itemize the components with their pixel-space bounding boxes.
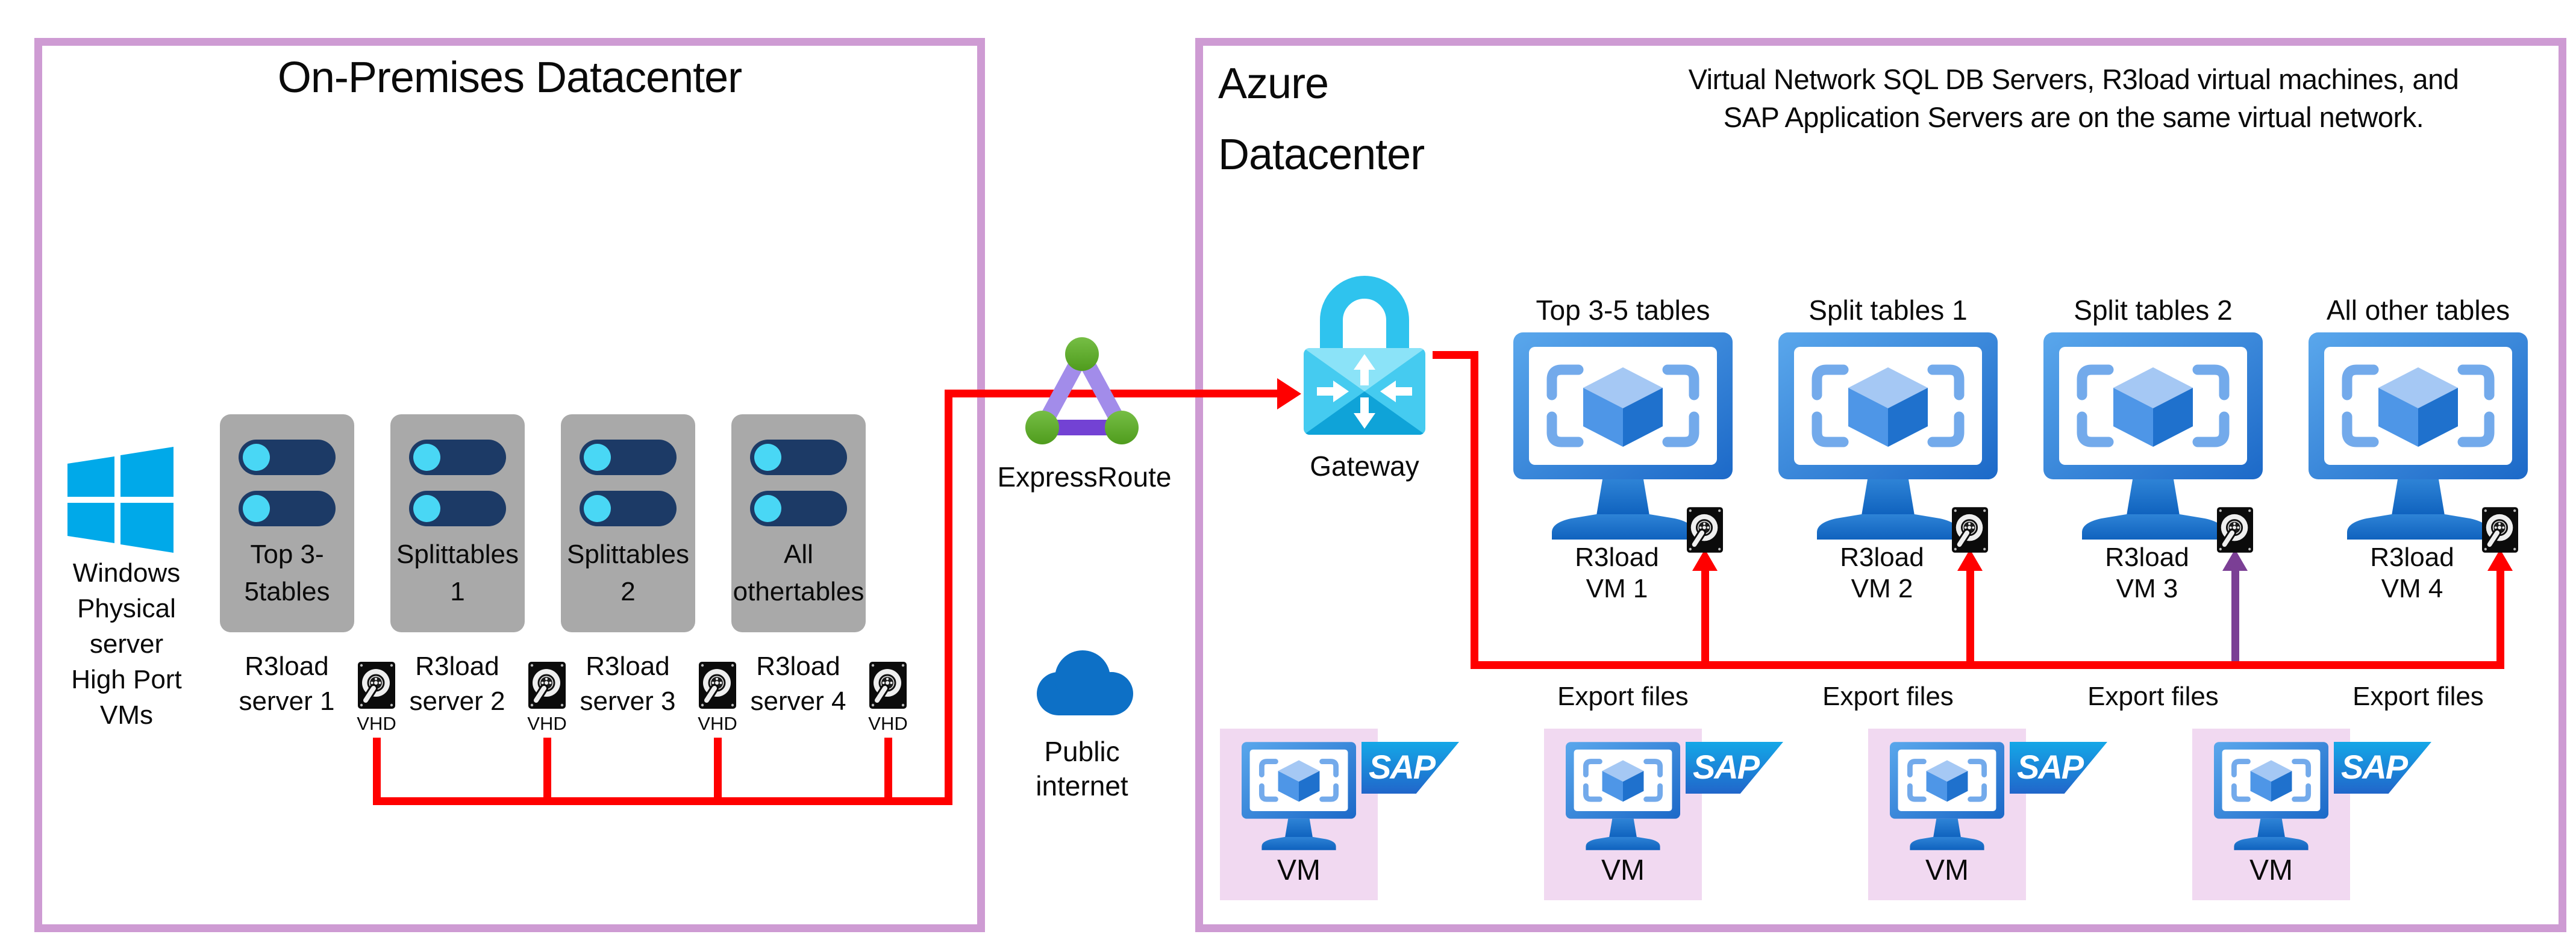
disk-indicator-icon	[413, 444, 440, 471]
vhd-disk-icon	[528, 661, 566, 709]
export-files-label-1: Export files	[1557, 682, 1689, 711]
gateway-label: Gateway	[1310, 450, 1419, 482]
flow-line-vhd1-down	[373, 738, 381, 801]
azure-title: Azure Datacenter	[1218, 48, 1425, 190]
vm-monitor-icon-small	[1242, 742, 1356, 850]
azure-column-3-table-label: Split tables 2	[2074, 294, 2233, 326]
server-table-label: Splittables 1	[396, 540, 519, 606]
disk-indicator-icon	[584, 444, 611, 471]
azure-title-line2: Datacenter	[1218, 131, 1425, 179]
server-table-label: Top 3-5tables	[244, 540, 330, 606]
disk-pill-icon	[409, 491, 506, 526]
azure-network-note: Virtual Network SQL DB Servers, R3load v…	[1688, 63, 2459, 133]
disk-pill-icon	[239, 440, 336, 475]
expressroute-icon	[1024, 335, 1140, 448]
vhd-disk-icon	[699, 661, 736, 709]
disk-indicator-icon	[243, 495, 270, 522]
azure-title-line1: Azure	[1218, 60, 1329, 108]
flow-arrowhead-vm2	[1957, 549, 1983, 571]
onprem-datacenter-box	[34, 38, 985, 932]
disk-pill-icon	[750, 440, 847, 475]
export-files-label-4: Export files	[2352, 682, 2484, 711]
vhd-label: VHD	[868, 713, 908, 734]
flow-arrowhead-vm1	[1692, 549, 1718, 571]
flow-line-azure-horizontal	[1471, 661, 2504, 669]
onprem-server-box-2: Splittables 1	[390, 414, 525, 632]
vm-label: VM	[2249, 854, 2293, 886]
export-files-label-2: Export files	[1822, 682, 1954, 711]
onprem-title: On-Premises Datacenter	[277, 54, 742, 102]
windows-logo-icon	[67, 446, 174, 554]
flow-line-gateway-down	[1471, 351, 1478, 669]
server-table-label: All othertables	[733, 540, 864, 606]
flow-line-onprem-horizontal	[373, 797, 952, 805]
onprem-server-box-4: All othertables	[731, 414, 866, 632]
disk-pill-icon	[580, 491, 677, 526]
expressroute-label: ExpressRoute	[997, 461, 1172, 493]
onprem-server-box-1: Top 3-5tables	[220, 414, 354, 632]
azure-column-2-table-label: Split tables 1	[1809, 294, 1968, 326]
azure-column-4-table-label: All other tables	[2326, 294, 2510, 326]
flow-arrowhead-into-gateway	[1277, 378, 1301, 409]
vm-label: VM	[1277, 854, 1321, 886]
gateway-lock-icon	[1302, 271, 1427, 436]
public-internet-cloud-icon	[1025, 631, 1139, 719]
server-table-label: Splittables 2	[566, 540, 689, 606]
flow-branch-vm4	[2496, 570, 2504, 661]
vhd-label: VHD	[698, 713, 737, 734]
flow-arrowhead-vm3	[2222, 549, 2248, 571]
vhd-disk-icon	[869, 661, 907, 709]
vm-label: VM	[1925, 854, 1969, 886]
public-internet-label: Public internet	[1036, 736, 1128, 801]
vm-monitor-icon-small	[2214, 742, 2328, 850]
vhd-label: VHD	[527, 713, 567, 734]
disk-indicator-icon	[243, 444, 270, 471]
flow-line-vhd2-down	[543, 738, 551, 801]
vm-monitor-icon-small	[1566, 742, 1680, 850]
azure-column-1-table-label: Top 3-5 tables	[1536, 294, 1710, 326]
disk-pill-icon	[239, 491, 336, 526]
azure-datacenter-box	[1195, 38, 2566, 932]
disk-indicator-icon	[754, 444, 781, 471]
vhd-label: VHD	[357, 713, 396, 734]
disk-pill-icon	[580, 440, 677, 475]
flow-arrowhead-vm4	[2487, 549, 2513, 571]
disk-pill-icon	[409, 440, 506, 475]
flow-line-gateway-out	[1433, 351, 1478, 359]
disk-indicator-icon	[754, 495, 781, 522]
flow-branch-vm2	[1966, 570, 1974, 661]
disk-indicator-icon	[584, 495, 611, 522]
vm-monitor-icon-small	[1890, 742, 2004, 850]
disk-indicator-icon	[413, 495, 440, 522]
flow-branch-vm1	[1701, 570, 1709, 661]
windows-host-label: Windows Physical server High Port VMs	[71, 558, 182, 730]
export-files-label-3: Export files	[2087, 682, 2219, 711]
onprem-server-box-3: Splittables 2	[561, 414, 695, 632]
flow-line-vhd3-down	[714, 738, 722, 801]
flow-branch-vm3	[2231, 570, 2239, 661]
disk-pill-icon	[750, 491, 847, 526]
vhd-disk-icon	[358, 661, 395, 709]
vm-label: VM	[1601, 854, 1645, 886]
flow-line-vhd4-down	[884, 738, 892, 801]
flow-line-onprem-up	[945, 393, 952, 805]
